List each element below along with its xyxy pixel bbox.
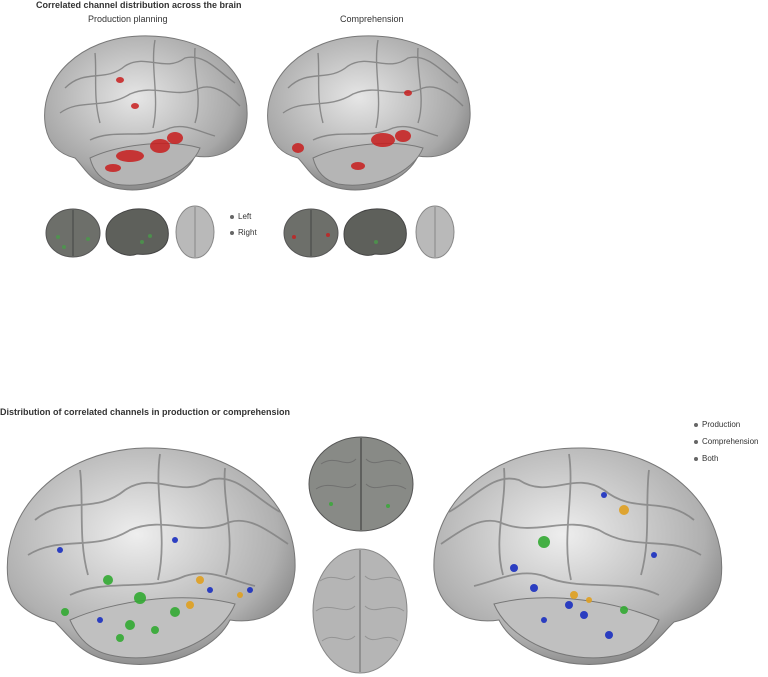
brain-lateral-comprehension	[267, 35, 471, 191]
panel-a-right-label: Comprehension	[340, 14, 404, 24]
brain-small-top-production	[175, 205, 215, 259]
brain-lateral-right-hemisphere	[433, 447, 723, 665]
brain-small-side-production	[105, 208, 169, 256]
legend-right-dot	[230, 230, 234, 235]
brain-small-front-production	[45, 208, 101, 258]
legend-production: Production	[694, 420, 740, 429]
brain-small-top-comprehension	[415, 205, 455, 259]
legend-right: Right	[230, 228, 257, 237]
brain-top-view	[312, 548, 408, 674]
legend-both: Both	[694, 454, 718, 463]
legend-left: Left	[230, 212, 251, 221]
brain-small-front-comprehension	[283, 208, 339, 258]
brain-lateral-production	[44, 35, 248, 191]
brain-lateral-left-hemisphere	[6, 447, 296, 665]
panel-a-title: Correlated channel distribution across t…	[36, 0, 242, 10]
legend-both-label: Both	[702, 454, 719, 463]
legend-comprehension: Comprehension	[694, 437, 758, 446]
brain-small-side-comprehension	[343, 208, 407, 256]
legend-left-dot	[230, 214, 234, 219]
legend-left-label: Left	[238, 212, 252, 221]
legend-comprehension-dot	[694, 439, 698, 444]
legend-right-label: Right	[238, 228, 257, 237]
brain-front-view	[308, 436, 414, 532]
legend-production-label: Production	[702, 420, 741, 429]
panel-a-left-label: Production planning	[88, 14, 168, 24]
legend-both-dot	[694, 456, 698, 461]
legend-comprehension-label: Comprehension	[702, 437, 759, 446]
legend-production-dot	[694, 422, 698, 427]
panel-b-title: Distribution of correlated channels in p…	[0, 407, 291, 417]
